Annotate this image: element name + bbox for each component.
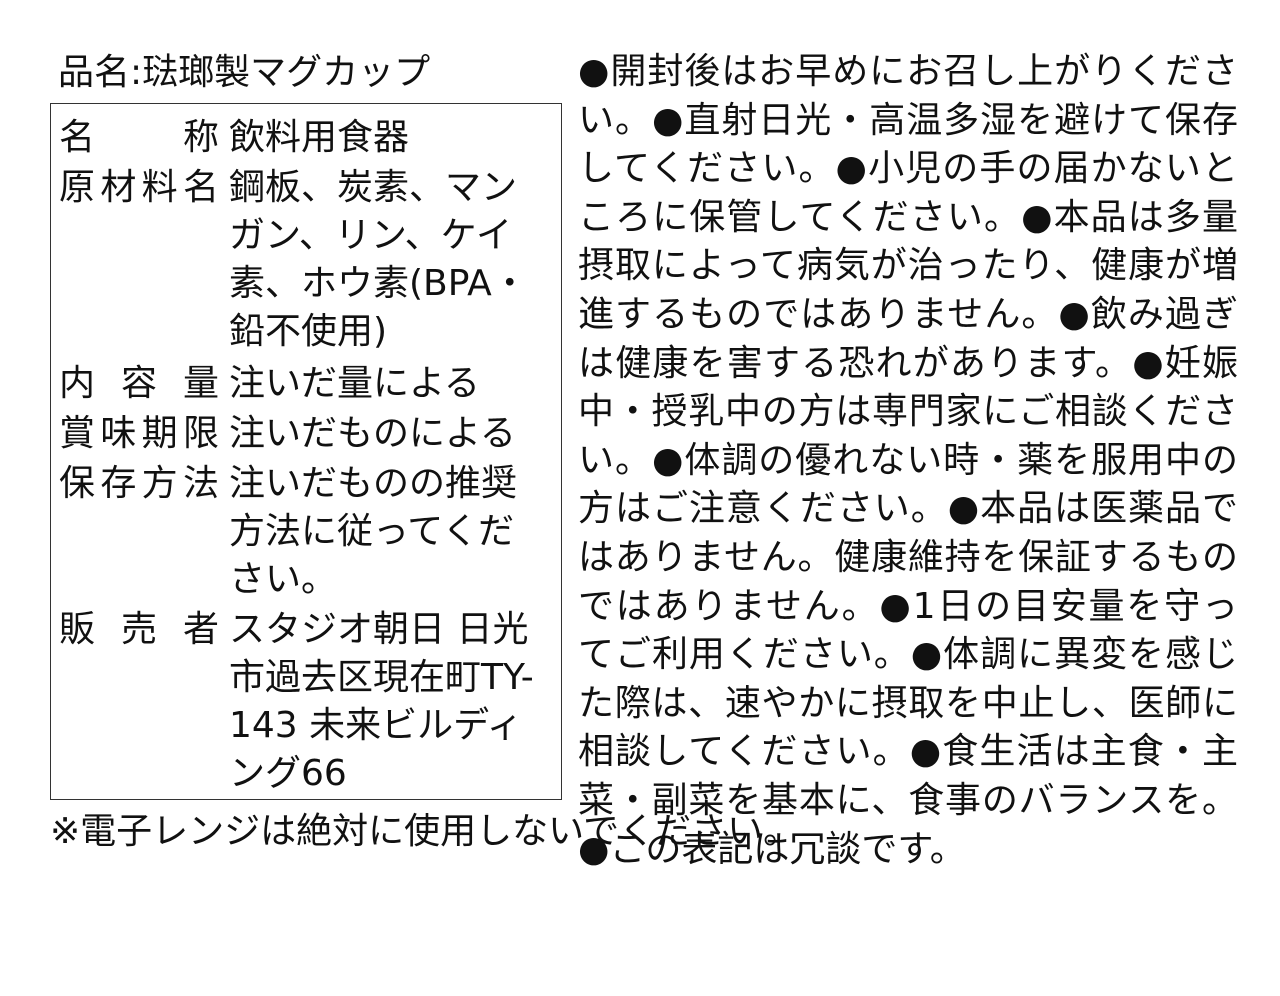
spec-label-expiry: 賞 味 期 限 xyxy=(59,410,219,458)
spec-value-ingredients: 鋼板、炭素、マンガン、リン、ケイ素、ホウ素(BPA・鉛不使用) xyxy=(229,167,528,352)
spec-label-char: 販 xyxy=(59,609,96,650)
spec-label-char: 者 xyxy=(182,609,219,650)
spec-label-char: 材 xyxy=(100,167,137,208)
spec-label-char: 容 xyxy=(120,363,157,404)
spec-value-seller: スタジオ朝日 日光市過去区現在町TY-143 未来ビルディング66 xyxy=(229,609,534,794)
spec-label-char: 法 xyxy=(182,463,219,504)
spec-label-char: 期 xyxy=(141,413,178,454)
spec-label-char: 賞 xyxy=(59,413,96,454)
spec-label-storage: 保 存 方 法 xyxy=(59,460,219,508)
spec-label-seller: 販 売 者 xyxy=(59,606,219,654)
spec-label-char: 売 xyxy=(120,609,157,650)
spec-label-ingredients: 原 材 料 名 xyxy=(59,164,219,212)
spec-label-char: 料 xyxy=(141,167,178,208)
spec-label-char: 名 xyxy=(59,117,96,158)
spec-value-storage: 注いだものの推奨方法に従ってください。 xyxy=(229,463,518,600)
spec-label-char: 限 xyxy=(182,413,219,454)
spec-label-char: 味 xyxy=(100,413,137,454)
spec-value-expiry: 注いだものによる xyxy=(229,413,516,454)
spec-label-name: 名 称 xyxy=(59,114,219,162)
spec-table: 名 称 飲料用食器 原 材 料 名 鋼板、炭素、マンガン、リン、ケイ素、ホウ素(… xyxy=(50,103,562,800)
spec-label-char: 名 xyxy=(182,167,219,208)
spec-value-name: 飲料用食器 xyxy=(229,117,410,158)
spec-label-char: 内 xyxy=(59,363,96,404)
spec-label-char: 存 xyxy=(100,463,137,504)
spec-label-char: 称 xyxy=(182,117,219,158)
spec-label-char: 原 xyxy=(59,167,96,208)
spec-label-content: 内 容 量 xyxy=(59,360,219,408)
precautions-text: ●開封後はお早めにお召し上がりください。●直射日光・高温多湿を避けて保存してくだ… xyxy=(578,51,1238,870)
spec-label-char: 方 xyxy=(141,463,178,504)
spec-label-char: 保 xyxy=(59,463,96,504)
product-title: 品名:琺瑯製マグカップ xyxy=(58,52,431,93)
microwave-warning: ※電子レンジは絶対に使用しないでください。 xyxy=(50,811,800,852)
spec-value-content: 注いだ量による xyxy=(229,363,480,404)
spec-label-char: 量 xyxy=(182,363,219,404)
